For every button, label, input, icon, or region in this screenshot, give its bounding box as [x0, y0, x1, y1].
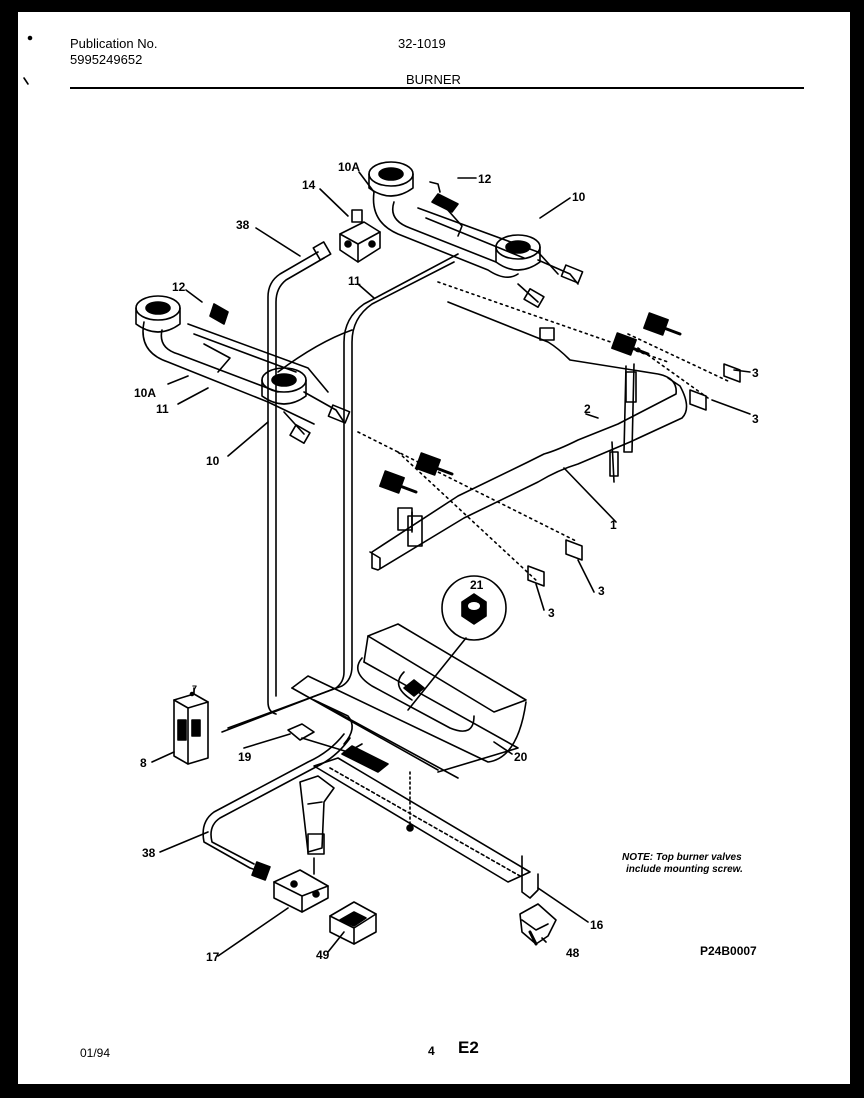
- callout-48: 48: [566, 946, 580, 960]
- gas-tube-11: [222, 254, 458, 732]
- callout-1: 1: [610, 518, 617, 532]
- orifice-hood-21: [408, 576, 506, 710]
- scan-mark: [24, 78, 28, 84]
- gas-tube-38-bottom: [203, 734, 350, 880]
- burner-valves: [358, 282, 730, 582]
- callout-3-d: 3: [548, 606, 555, 620]
- callout-14: 14: [302, 178, 316, 192]
- safety-valve-8: [174, 688, 208, 764]
- publication-number: 5995249652: [70, 52, 143, 67]
- callout-10a-left: 10A: [134, 386, 157, 400]
- paper: Publication No. 5995249652 32-1019 BURNE…: [18, 12, 850, 1084]
- gas-valve-14: [340, 210, 380, 262]
- callout-10-left: 10: [206, 454, 220, 468]
- callout-17: 17: [206, 950, 220, 964]
- oven-burner-20: [292, 624, 526, 778]
- rear-burner-assembly: [369, 162, 583, 307]
- callout-38-bottom: 38: [142, 846, 156, 860]
- callout-20: 20: [514, 750, 528, 764]
- callout-10a-top: 10A: [338, 160, 361, 174]
- bracket-48: [520, 904, 556, 944]
- publication-label: Publication No.: [70, 36, 158, 51]
- model-code: 32-1019: [398, 36, 446, 51]
- section-title: BURNER: [406, 72, 461, 87]
- oven-burner-tube: [300, 758, 538, 898]
- callout-16: 16: [590, 918, 604, 932]
- bracket-49: [330, 902, 376, 944]
- callout-8: 8: [140, 756, 147, 770]
- callout-2: 2: [584, 402, 591, 416]
- orifice-fitting: [561, 265, 582, 283]
- callout-11-top: 11: [348, 274, 361, 288]
- callout-10-top: 10: [572, 190, 586, 204]
- valve-knob-stems-3: [528, 364, 740, 586]
- callout-21: 21: [470, 578, 484, 592]
- callout-3-c: 3: [598, 584, 605, 598]
- callout-38-top: 38: [236, 218, 250, 232]
- scan-mark: [29, 37, 32, 40]
- left-burner-assembly: [136, 296, 350, 443]
- callout-49: 49: [316, 948, 330, 962]
- callout-3-a: 3: [752, 366, 759, 380]
- callout-leaders: [152, 172, 750, 956]
- footer-page: 4: [428, 1044, 435, 1058]
- callout-19: 19: [238, 750, 252, 764]
- footer-section-code: E2: [458, 1038, 479, 1057]
- manifold-1: [370, 302, 687, 570]
- callout-3-b: 3: [752, 412, 759, 426]
- bracket-12-rear: [432, 194, 458, 212]
- drawing-code: P24B0007: [700, 944, 757, 958]
- footer-date: 01/94: [80, 1046, 111, 1060]
- burner-exploded-view: [18, 12, 850, 1084]
- note-line-1: NOTE: Top burner valves: [622, 852, 742, 863]
- note-line-2: include mounting screw.: [626, 864, 743, 875]
- bracket-12-left: [210, 304, 228, 324]
- callout-12-top: 12: [478, 172, 492, 186]
- callout-12-left: 12: [172, 280, 186, 294]
- igniter-19: [288, 700, 388, 772]
- header-rule: [70, 87, 804, 89]
- callout-11-left: 11: [156, 402, 169, 416]
- bracket-17: [274, 858, 328, 912]
- callout-7: 7: [192, 684, 198, 694]
- gas-tube-38: [268, 242, 331, 714]
